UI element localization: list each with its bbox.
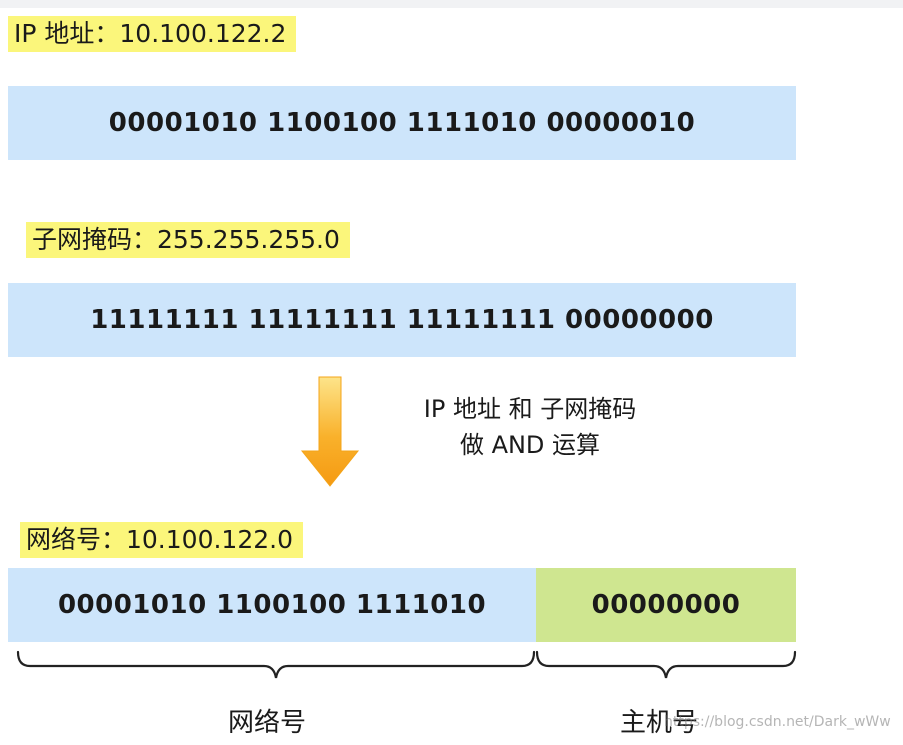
network-number-label: 网络号：10.100.122.0 bbox=[20, 522, 303, 558]
watermark-text: https://blog.csdn.net/Dark_wWw bbox=[664, 714, 891, 730]
operation-line-2: 做 AND 运算 bbox=[459, 431, 601, 459]
top-strip bbox=[0, 0, 903, 8]
host-brace bbox=[535, 650, 797, 679]
host-bits-text: 00000000 bbox=[591, 590, 741, 620]
host-brace-label: 主机号 bbox=[620, 708, 699, 738]
network-bits-band: 00001010 1100100 1111010 bbox=[8, 568, 536, 642]
subnet-mask-label: 子网掩码：255.255.255.0 bbox=[26, 222, 350, 258]
network-bits-text: 00001010 1100100 1111010 bbox=[57, 590, 487, 620]
operation-line-1: IP 地址 和 子网掩码 bbox=[423, 395, 637, 423]
ip-address-label: IP 地址：10.100.122.2 bbox=[8, 16, 297, 52]
mask-binary-band: 11111111 11111111 11111111 00000000 bbox=[8, 283, 796, 357]
network-brace-label: 网络号 bbox=[228, 708, 307, 738]
mask-binary-text: 11111111 11111111 11111111 00000000 bbox=[90, 305, 714, 335]
ip-binary-text: 00001010 1100100 1111010 00000010 bbox=[108, 108, 696, 138]
operation-note: IP 地址 和 子网掩码 做 AND 运算 bbox=[380, 391, 680, 463]
host-bits-band: 00000000 bbox=[536, 568, 796, 642]
down-arrow-icon bbox=[300, 376, 360, 487]
ip-binary-band: 00001010 1100100 1111010 00000010 bbox=[8, 86, 796, 160]
network-brace bbox=[16, 650, 536, 679]
